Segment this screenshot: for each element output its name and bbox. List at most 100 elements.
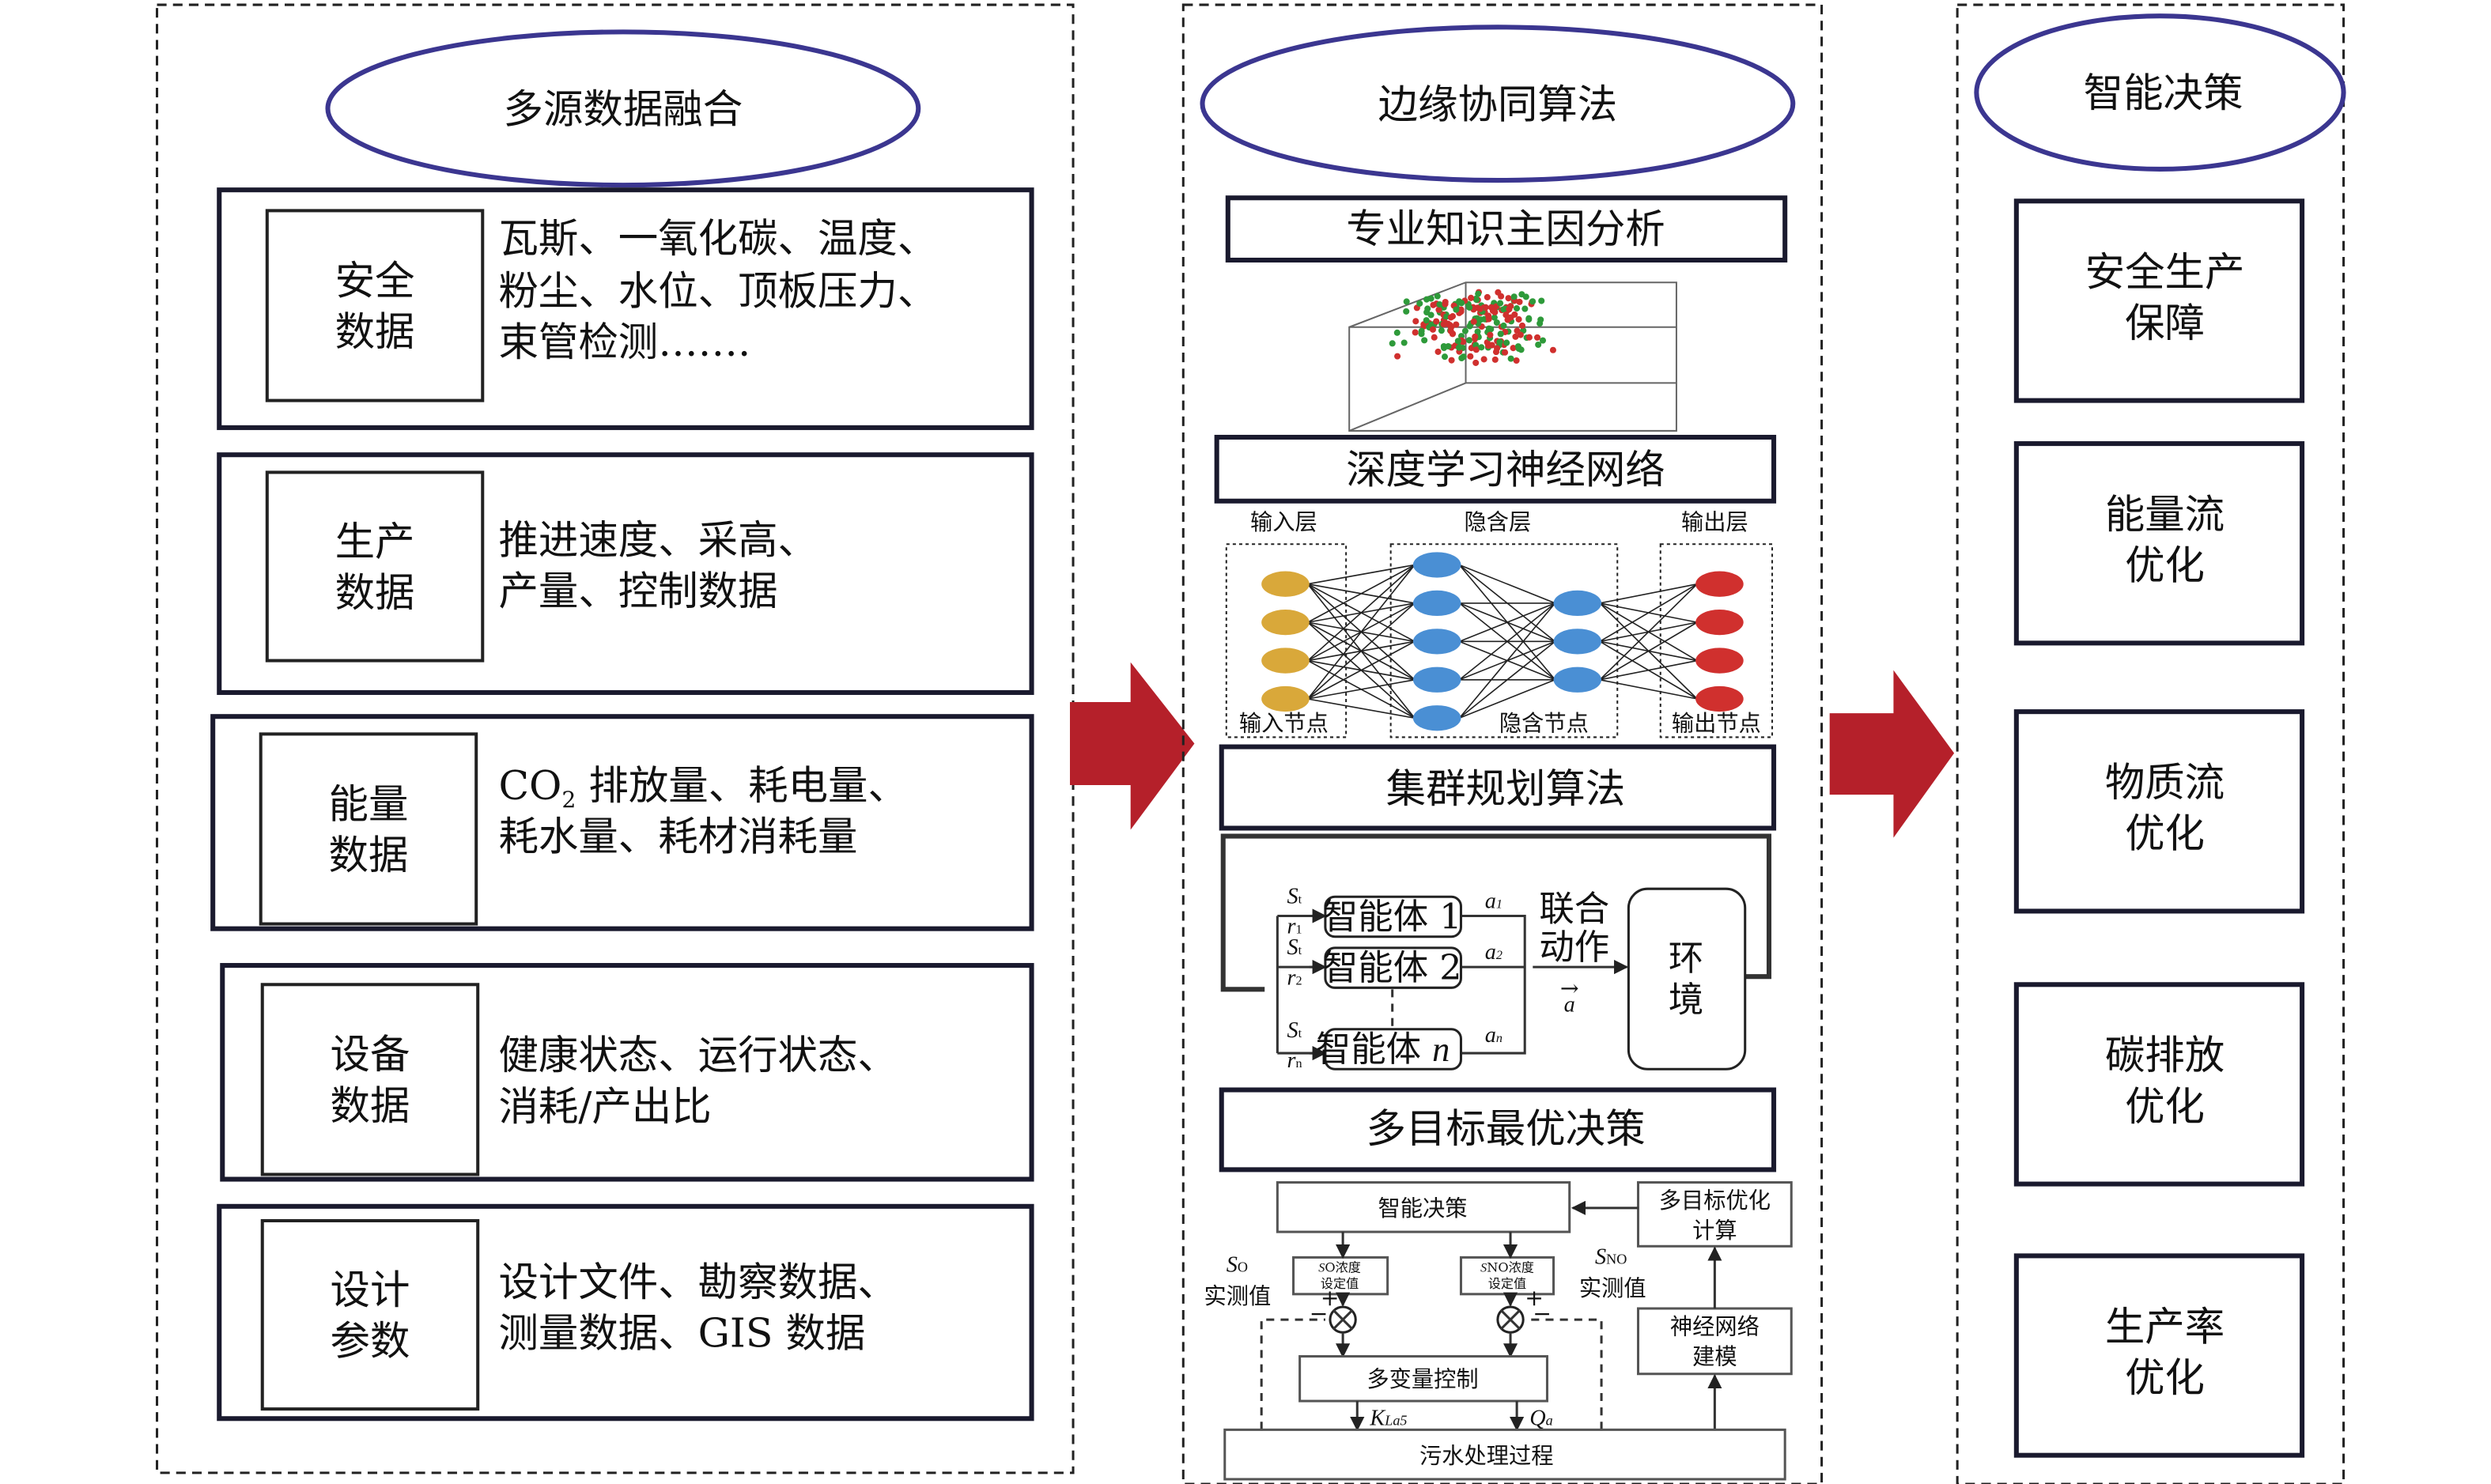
scatter-point xyxy=(1537,316,1544,323)
nn-node xyxy=(1261,685,1310,712)
scatter-point xyxy=(1423,317,1430,324)
scatter-point xyxy=(1494,345,1501,352)
scatter-point xyxy=(1418,330,1425,338)
data-source-detail: 健康状态、运行状态、 xyxy=(498,1032,897,1078)
scatter-point xyxy=(1506,306,1513,313)
hidden-layer-label: 隐含层 xyxy=(1465,509,1532,535)
control-loop-figure: 智能决策 多目标优化 计算 神经网络 建模 SO浓度 设定值 SNO浓度 设定值… xyxy=(1204,1181,1793,1481)
nn-connection xyxy=(1599,583,1698,681)
scatter-point xyxy=(1491,356,1499,363)
nn-node xyxy=(1412,552,1461,578)
scatter-point xyxy=(1454,338,1461,345)
wastewater-process-label: 污水处理过程 xyxy=(1419,1443,1554,1469)
joint-action-vector: a xyxy=(1564,993,1575,1018)
scatter-point xyxy=(1438,327,1445,334)
nn-connection xyxy=(1459,564,1555,604)
nn-connection xyxy=(1459,679,1555,719)
scatter-point xyxy=(1515,315,1522,323)
edge-algorithm-ellipse xyxy=(1200,25,1796,183)
minus-sign: − xyxy=(1310,1301,1329,1327)
scatter-point xyxy=(1495,289,1502,296)
scatter-point xyxy=(1485,312,1492,319)
scatter-point xyxy=(1467,353,1474,360)
sno-measured: SNO xyxy=(1595,1244,1627,1269)
data-source-label: 数据 xyxy=(331,1082,410,1129)
nn-model-label: 神经网络 xyxy=(1670,1313,1760,1339)
nn-connection xyxy=(1307,640,1416,700)
scatter-point xyxy=(1474,328,1481,335)
scatter-point xyxy=(1393,329,1400,336)
state-label: St xyxy=(1287,1018,1302,1043)
step-multi-objective: 多目标最优决策 xyxy=(1366,1105,1645,1152)
data-fusion-title: 多源数据融合 xyxy=(504,85,743,132)
scatter-point xyxy=(1478,344,1485,351)
scatter-point xyxy=(1538,297,1545,304)
nn-node xyxy=(1412,590,1461,617)
output-nodes-label: 输出节点 xyxy=(1672,710,1761,736)
agent-2: 智能体 2 xyxy=(1323,948,1462,988)
scatter-point xyxy=(1503,339,1510,346)
scatter-point xyxy=(1525,316,1533,323)
nn-connection xyxy=(1599,678,1698,700)
nn-node xyxy=(1412,705,1461,731)
step-deep-learning-box xyxy=(1214,434,1777,504)
input-nodes-label: 输入节点 xyxy=(1239,710,1329,736)
scatter-point xyxy=(1510,293,1518,300)
nn-node xyxy=(1553,666,1602,693)
reward-label: rn xyxy=(1287,1048,1302,1073)
nn-node xyxy=(1412,629,1461,655)
scatter-point xyxy=(1497,300,1504,307)
scatter-point xyxy=(1453,306,1460,313)
scatter-point xyxy=(1518,322,1526,329)
data-source-detail: 瓦斯、一氧化碳、温度、 xyxy=(498,215,937,262)
environment-label: 环 xyxy=(1669,938,1703,979)
edge-algorithm-column: 边缘协同算法 专业知识主因分析 深度学习神经网络 输入层 隐含层 输出层 输入节… xyxy=(1181,3,1824,1484)
scatter-point xyxy=(1525,334,1533,341)
scatter-point xyxy=(1473,296,1480,304)
scatter-point xyxy=(1412,318,1419,325)
scatter-point xyxy=(1549,346,1556,353)
scatter-point xyxy=(1459,338,1467,346)
scatter-point xyxy=(1435,306,1442,313)
hidden-nodes-label: 隐含节点 xyxy=(1499,710,1589,736)
nn-connection xyxy=(1599,583,1698,604)
decision-box-label: 智能决策 xyxy=(1378,1195,1468,1222)
nn-node xyxy=(1695,571,1744,597)
scatter-point xyxy=(1507,355,1514,362)
nn-node xyxy=(1695,685,1744,712)
scatter-point xyxy=(1400,339,1408,346)
nn-node xyxy=(1553,629,1602,655)
decision-item-label: 物质流 xyxy=(2105,759,2225,806)
step-cluster-planning: 集群规划算法 xyxy=(1386,765,1626,812)
scatter-point xyxy=(1394,353,1401,360)
scatter-point xyxy=(1470,318,1477,325)
state-label: St xyxy=(1287,935,1302,960)
scatter-point xyxy=(1447,327,1454,334)
scatter-point xyxy=(1465,337,1473,344)
nn-model-label-2: 建模 xyxy=(1692,1344,1737,1370)
scatter-point xyxy=(1434,293,1441,300)
scatter-point xyxy=(1476,305,1484,312)
nn-connection xyxy=(1458,602,1556,719)
scatter-point xyxy=(1529,298,1537,305)
environment-box xyxy=(1627,887,1747,1071)
nn-node xyxy=(1695,609,1744,636)
scatter-point xyxy=(1504,316,1511,323)
scatter-point xyxy=(1516,298,1523,305)
scatter-point xyxy=(1480,356,1487,363)
scatter-point xyxy=(1513,357,1520,364)
scatter-3d-plot xyxy=(1348,281,1677,432)
qa-label: Qa xyxy=(1529,1406,1552,1430)
nn-connection xyxy=(1307,564,1416,585)
scatter-point xyxy=(1458,354,1465,362)
scatter-point xyxy=(1436,300,1443,308)
scatter-point xyxy=(1423,308,1431,316)
data-source-label: 参数 xyxy=(331,1318,410,1365)
nn-node xyxy=(1412,666,1461,693)
